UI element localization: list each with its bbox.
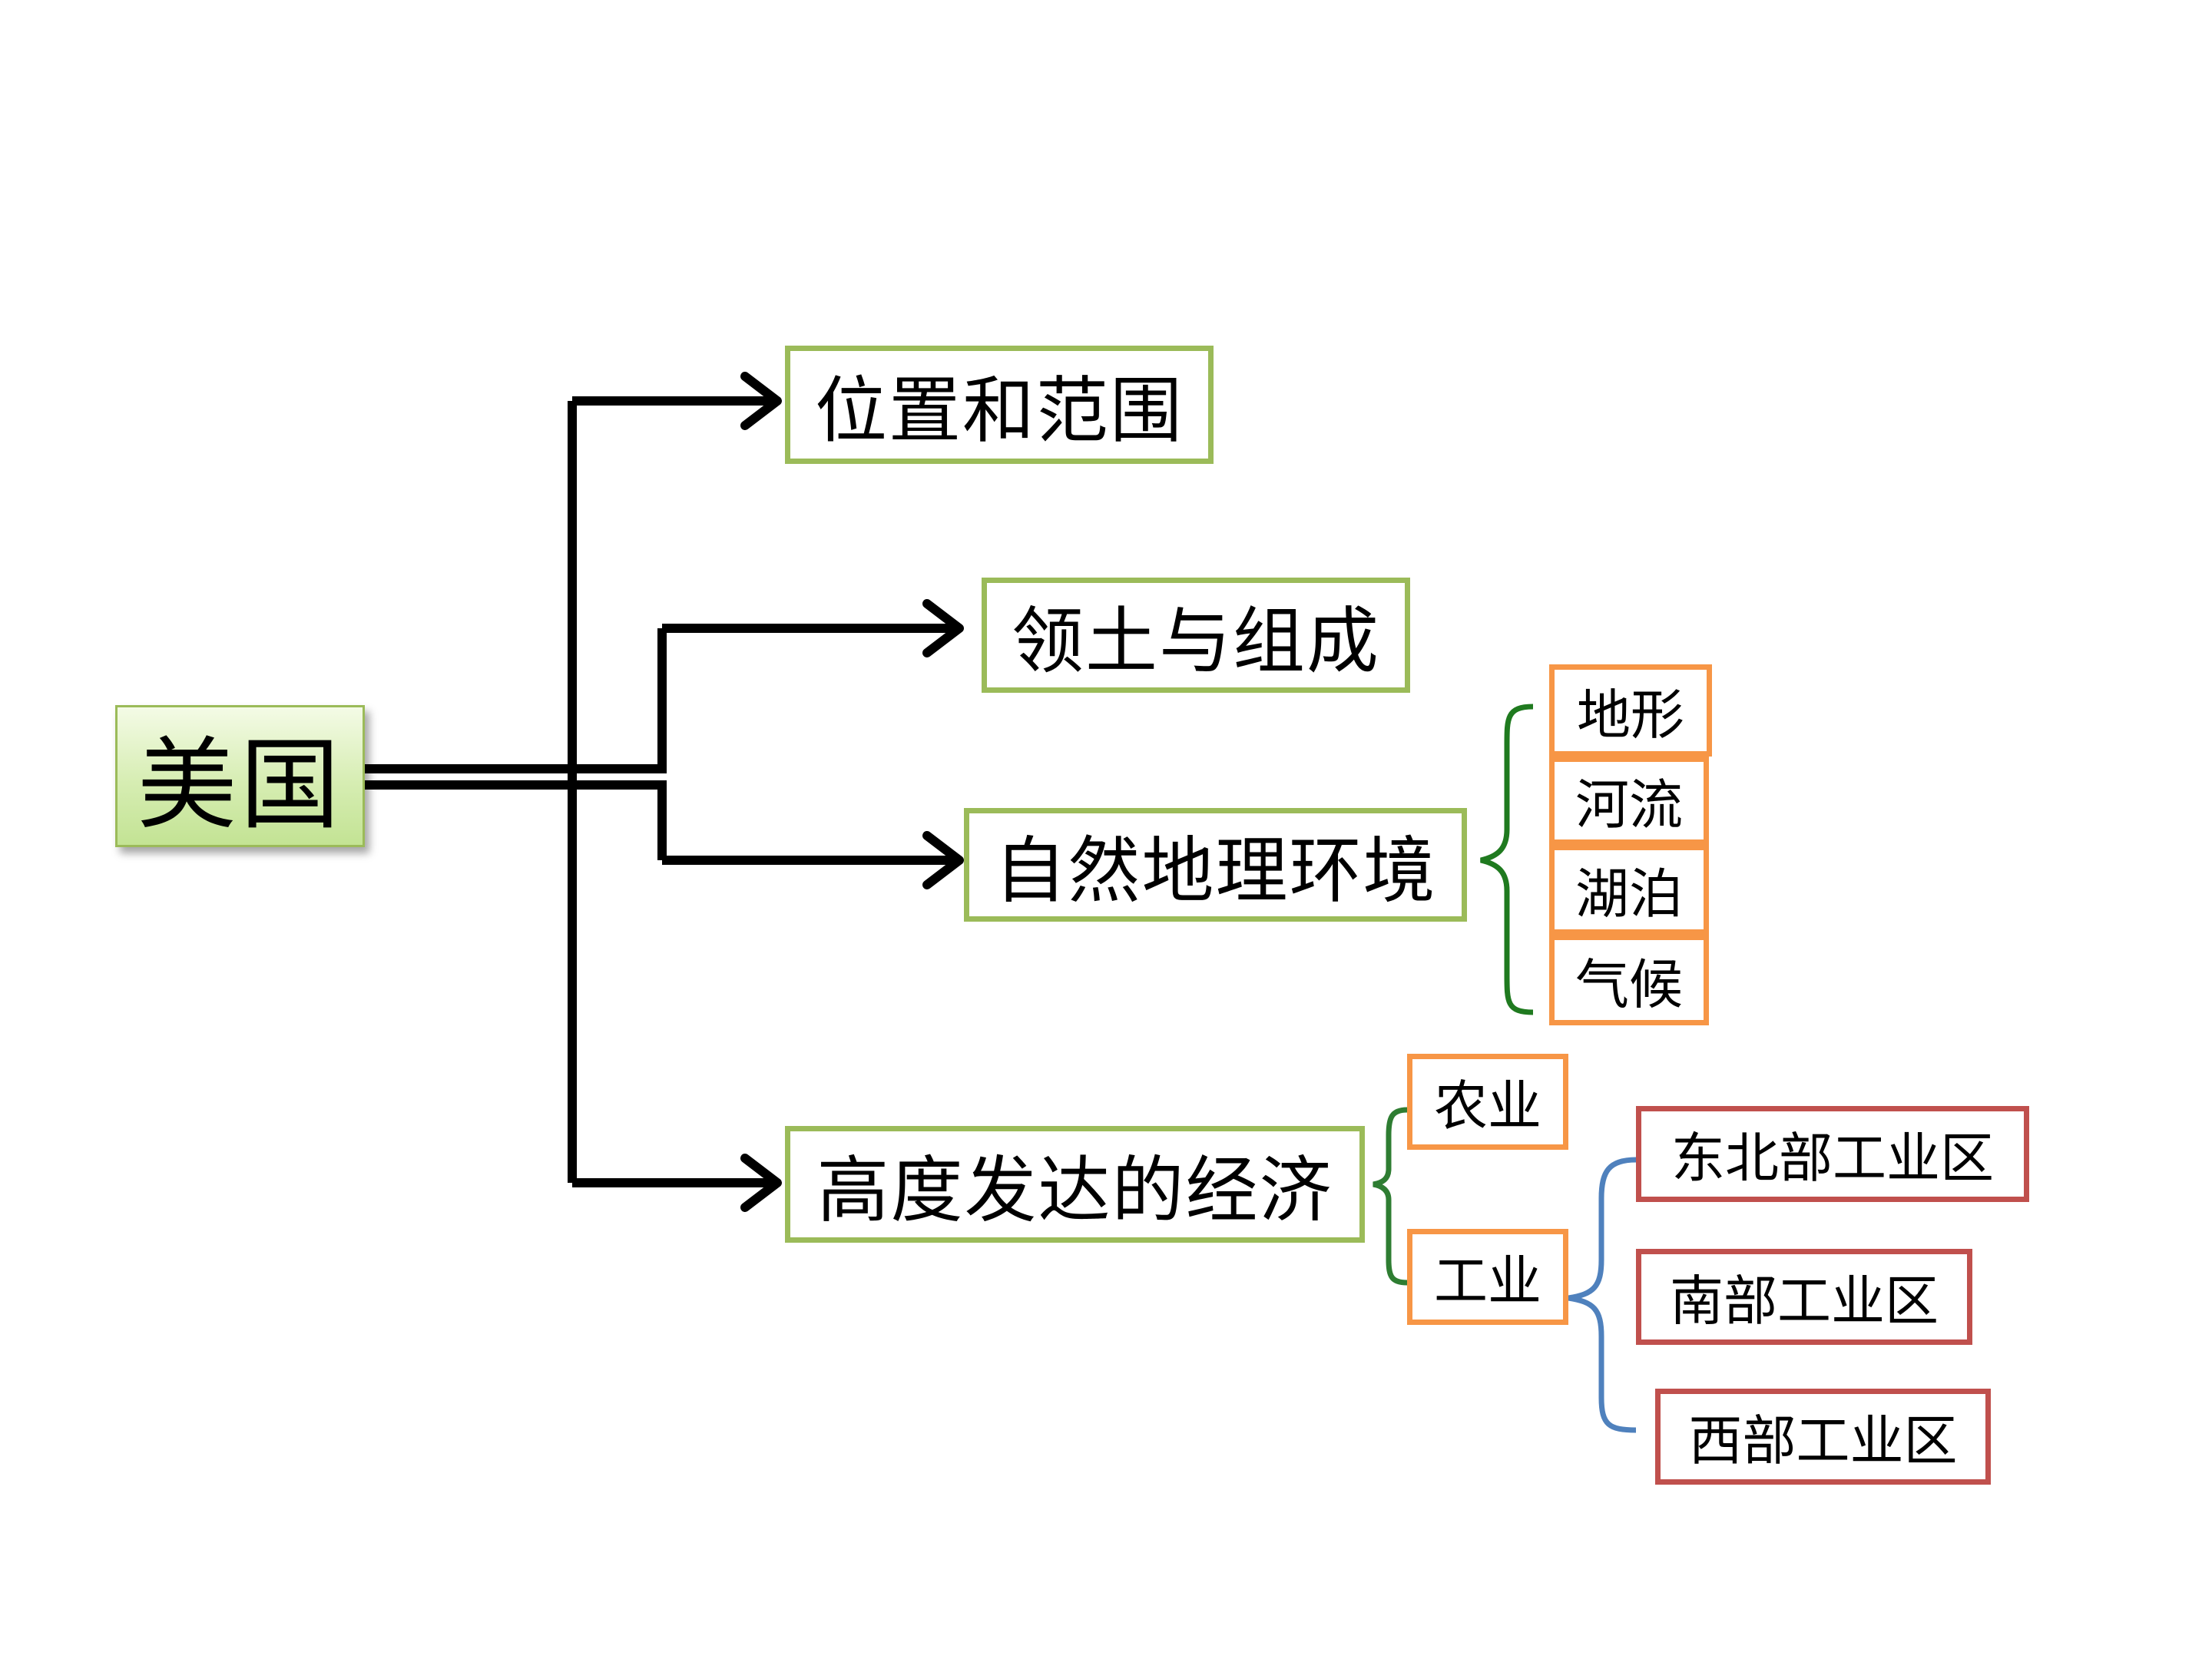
natural-item-rivers: 河流	[1549, 757, 1709, 845]
economy-industry: 工业	[1407, 1229, 1568, 1325]
natural-item-lakes: 湖泊	[1549, 845, 1709, 935]
connector-root-lower	[365, 780, 667, 860]
natural-item-climate: 气候	[1549, 935, 1709, 1025]
branch-label: 领土与组成	[1011, 600, 1380, 684]
branch-territory-composition: 领土与组成	[982, 578, 1410, 693]
industrial-zone-label: 南部工业区	[1670, 1270, 1939, 1333]
brace-natural-environment	[1480, 704, 1534, 1015]
branch-natural-environment: 自然地理环境	[964, 808, 1467, 922]
economy-agriculture: 农业	[1407, 1054, 1568, 1150]
natural-item-label: 地形	[1577, 683, 1684, 747]
economy-industry-label: 工业	[1434, 1250, 1541, 1313]
arrowhead-location	[740, 372, 782, 430]
branch-location-extent: 位置和范围	[785, 346, 1214, 464]
industrial-zone-west: 西部工业区	[1655, 1389, 1991, 1485]
industrial-zone-south: 南部工业区	[1636, 1249, 1972, 1345]
natural-item-terrain: 地形	[1549, 664, 1712, 757]
industrial-zone-label: 西部工业区	[1688, 1409, 1958, 1472]
natural-item-label: 湖泊	[1575, 863, 1683, 926]
industrial-zone-northeast: 东北部工业区	[1636, 1106, 2029, 1202]
branch-label: 位置和范围	[814, 369, 1184, 453]
natural-item-label: 河流	[1575, 773, 1683, 836]
brace-industry	[1568, 1157, 1637, 1433]
brace-economy	[1373, 1107, 1408, 1286]
branch-label: 自然地理环境	[994, 830, 1437, 913]
branch-label: 高度发达的经济	[816, 1149, 1333, 1233]
connector-root-upper	[365, 628, 667, 773]
arrowhead-economy	[740, 1154, 782, 1212]
economy-agriculture-label: 农业	[1434, 1075, 1541, 1137]
arrowhead-territory	[922, 599, 964, 657]
branch-developed-economy: 高度发达的经济	[785, 1126, 1365, 1243]
industrial-zone-label: 东北部工业区	[1671, 1127, 1994, 1190]
natural-item-label: 气候	[1575, 952, 1683, 1016]
root-label: 美国	[137, 726, 343, 843]
root-node: 美国	[115, 705, 365, 847]
arrowhead-natural	[922, 831, 964, 889]
